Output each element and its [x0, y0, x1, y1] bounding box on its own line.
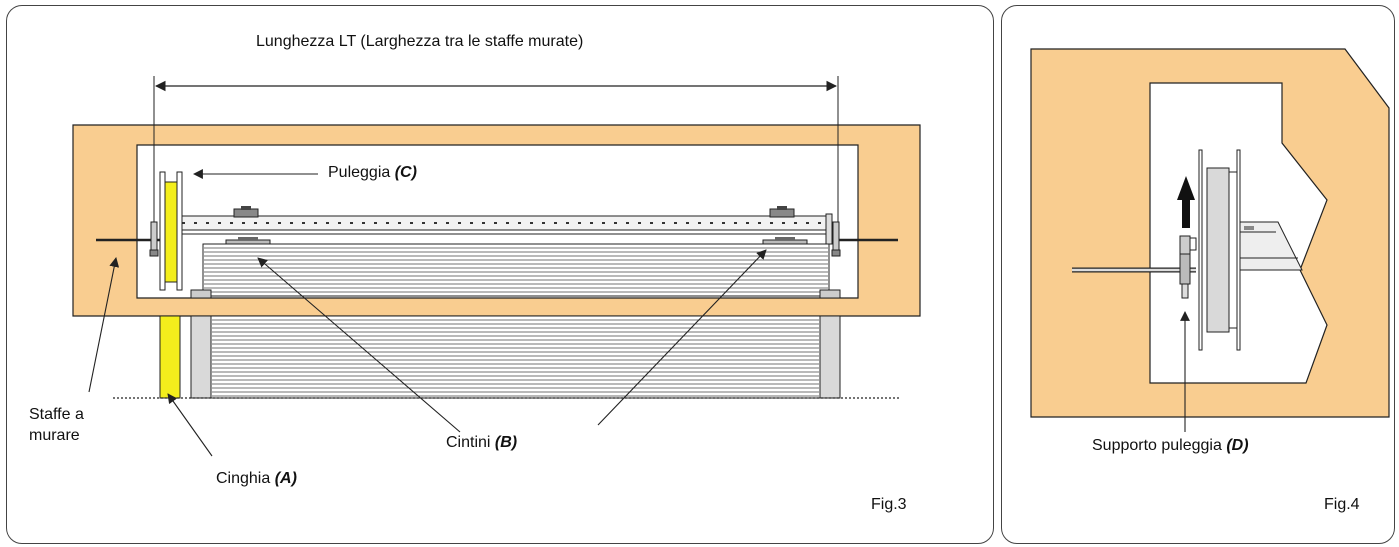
- up-arrow: [1177, 176, 1195, 228]
- pulley-support-callout: Supporto puleggia (D): [1092, 437, 1249, 455]
- belt-callout: Cinghia (A): [216, 470, 297, 488]
- straps-callout: Cintini (B): [446, 434, 517, 452]
- fig4-axle: [1239, 221, 1303, 271]
- brackets-callout-line1: Staffe a: [29, 406, 84, 423]
- shutter-curtain: [210, 315, 821, 399]
- fig4-label: Fig.4: [1324, 496, 1360, 513]
- straps-callout-code: (B): [494, 434, 518, 451]
- dimension-label: Lunghezza LT (Larghezza tra le staffe mu…: [256, 33, 584, 50]
- pulley-callout-text: Puleggia: [328, 164, 395, 181]
- wall-brackets: [96, 213, 898, 257]
- shutter-roll: [202, 243, 830, 297]
- straps-callout-text: Cintini: [446, 434, 495, 451]
- callout-lines: [88, 169, 767, 457]
- pulley-callout-code: (C): [394, 164, 417, 181]
- fig4-panel: [1001, 5, 1395, 544]
- belt-callout-text: Cinghia: [216, 470, 275, 487]
- dimension-lt: [153, 76, 839, 238]
- wall-box: [72, 124, 921, 317]
- fig3-label: Fig.3: [871, 496, 907, 513]
- fig4-drawing: [1030, 48, 1390, 432]
- belt: [159, 315, 181, 399]
- pulley-support: [1179, 235, 1197, 299]
- axle-tube: [179, 206, 831, 245]
- brackets-callout: Staffe a murare: [29, 406, 84, 446]
- fig3-panel: [6, 5, 994, 544]
- fig3-drawing: [72, 76, 921, 457]
- shutter-guides: [190, 289, 841, 399]
- belt-callout-code: (A): [274, 470, 297, 487]
- pulley-callout: Puleggia (C): [328, 164, 417, 182]
- fig4-pulley: [1198, 149, 1241, 351]
- brackets-callout-line2: murare: [29, 427, 80, 445]
- pulley: [159, 171, 183, 291]
- pulley-support-callout-code: (D): [1226, 437, 1249, 454]
- pulley-support-callout-text: Supporto puleggia: [1092, 437, 1227, 454]
